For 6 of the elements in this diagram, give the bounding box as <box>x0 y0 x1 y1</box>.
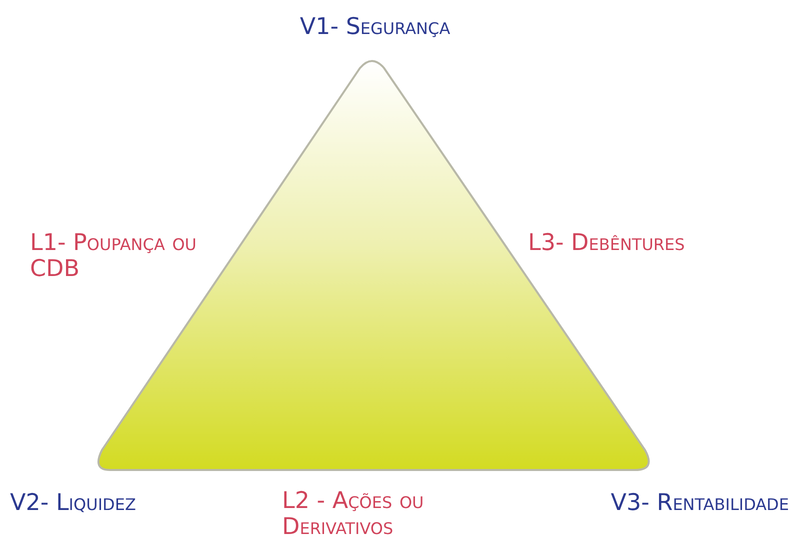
side-label: L1- Poupança ou CDB <box>30 230 198 282</box>
side-label: L2 - Ações ou Derivativos <box>282 488 425 540</box>
vertex-label: V3- Rentabilidade <box>610 490 789 516</box>
vertex-label: V2- Liquidez <box>10 490 136 516</box>
vertex-label: V1- Segurança <box>300 14 450 40</box>
side-label: L3- Debêntures <box>528 230 685 256</box>
